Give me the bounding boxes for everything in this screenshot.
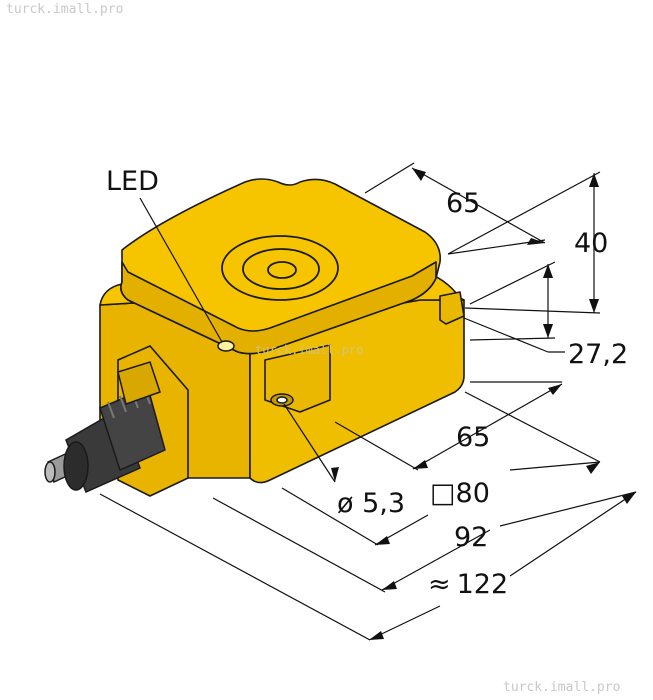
watermark-top-left: turck.imall.pro	[6, 2, 124, 17]
housing-front-right-face	[249, 299, 465, 484]
dim-top-depth-line	[411, 167, 546, 244]
sensing-ring-middle	[242, 248, 320, 290]
side-tab	[439, 291, 465, 325]
dim-height: 40	[574, 228, 608, 259]
housing-lid-edge	[120, 261, 437, 355]
connector-flange	[117, 361, 161, 405]
dim-top-depth: 65	[446, 188, 480, 219]
cable-connector	[44, 361, 166, 494]
square-value: 80	[456, 478, 490, 509]
watermark-bottom-right: turck.imall.pro	[503, 680, 621, 695]
led-leader-line	[139, 197, 223, 343]
approx-symbol: ≈	[428, 569, 451, 600]
dimension-arrows	[331, 168, 636, 640]
dim-front-width: 65	[456, 422, 490, 453]
cable-length-value: 122	[457, 569, 509, 600]
sensing-ring-outer	[221, 235, 339, 301]
sensing-ring-inner	[267, 261, 297, 279]
dim-hole-diameter: ø 5,3	[337, 488, 405, 519]
dim-square-size: □80	[430, 478, 490, 509]
dimension-lines	[99, 162, 637, 641]
dim-cable-length: ≈122	[428, 569, 508, 600]
square-symbol: □	[430, 478, 456, 509]
sensing-face	[221, 235, 339, 301]
dim-overall-width-line	[381, 529, 491, 591]
led-indicator	[217, 340, 235, 352]
led-label: LED	[106, 166, 159, 197]
dim-overall-width: 92	[454, 522, 488, 553]
mounting-hole	[270, 393, 294, 407]
watermark-center: turck.imall.pro	[255, 343, 363, 357]
dim-front-width-line	[412, 383, 563, 470]
dim-height-inner: 27,2	[568, 339, 628, 370]
hole-leader-line	[283, 403, 336, 483]
